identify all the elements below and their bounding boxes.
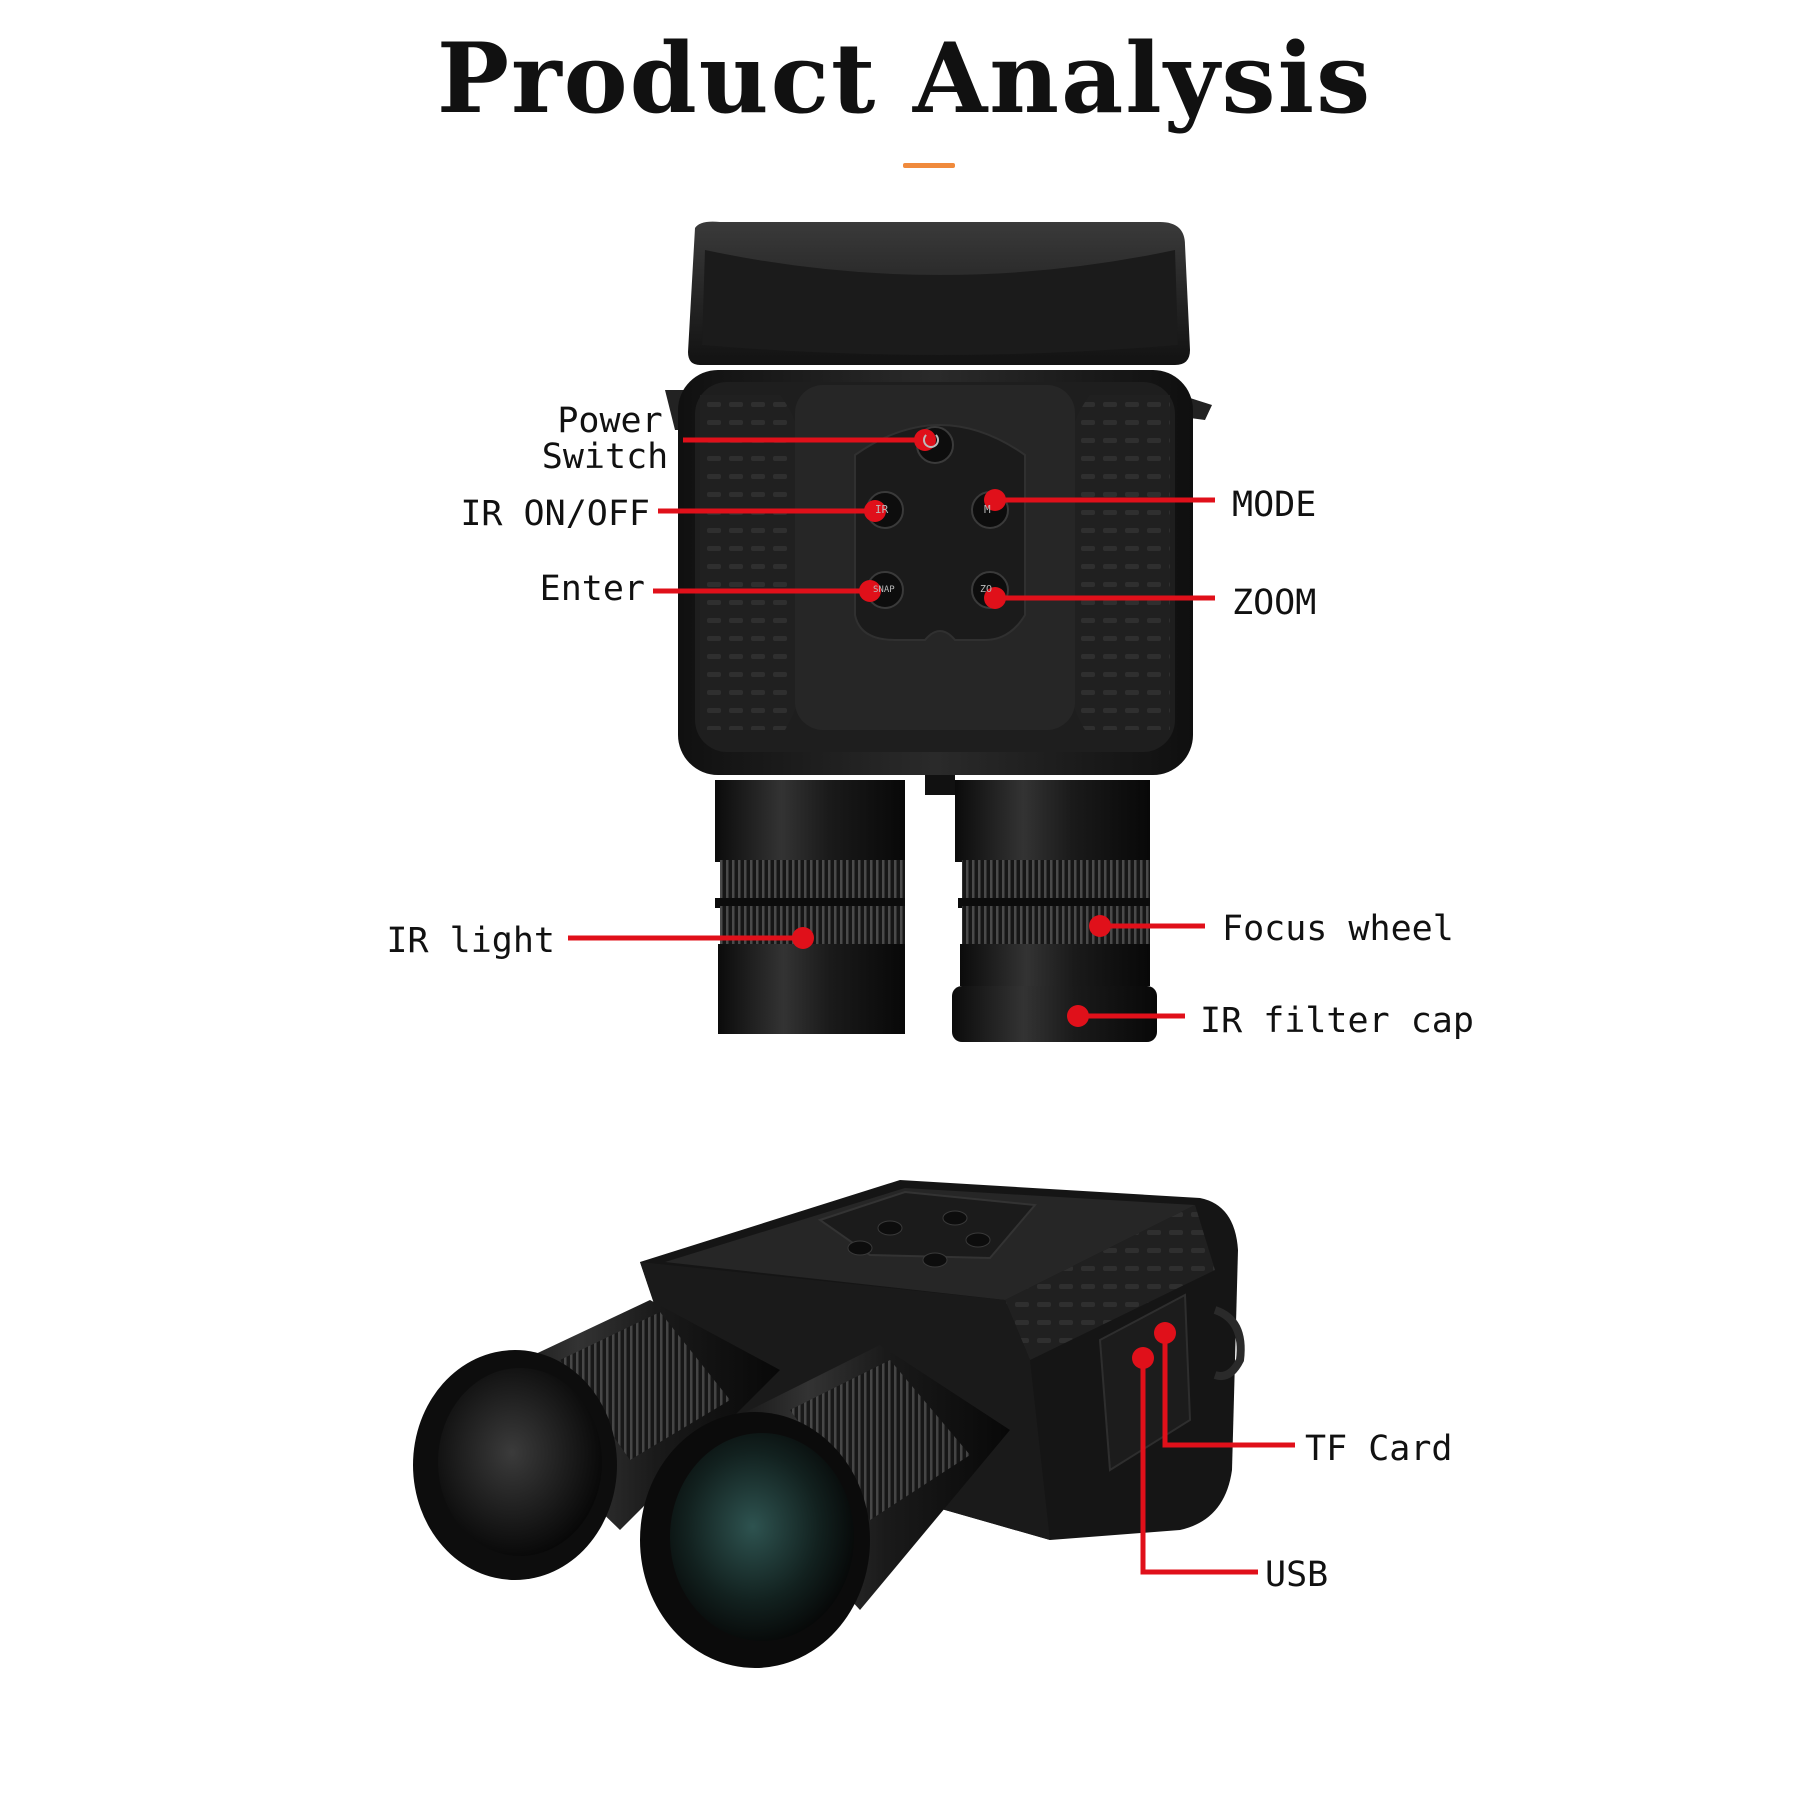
label-power-switch-line1: Power	[557, 401, 663, 441]
label-mode: MODE	[1232, 485, 1317, 525]
label-enter: Enter	[539, 569, 645, 609]
callout-lines	[568, 429, 1295, 1575]
label-usb: USB	[1265, 1555, 1329, 1595]
label-ir-light: IR light	[386, 921, 555, 961]
label-power-switch-line2: Switch	[541, 437, 669, 477]
label-tf-card: TF Card	[1305, 1429, 1453, 1469]
label-focus-wheel: Focus wheel	[1222, 909, 1454, 949]
label-ir-filter-cap: IR filter cap	[1200, 1001, 1474, 1041]
bottom-view-device	[413, 1180, 1245, 1668]
title-underline	[903, 163, 955, 168]
label-ir-on-off: IR ON/OFF	[460, 494, 650, 534]
snap-button-glyph: SNAP	[873, 585, 895, 595]
power-icon	[923, 432, 939, 448]
label-zoom: ZOOM	[1232, 583, 1317, 623]
zoom-button-glyph: ZO	[980, 584, 993, 595]
top-view-device	[665, 221, 1212, 1042]
mode-button-glyph: M	[984, 503, 991, 516]
ir-button-glyph: IR	[875, 503, 889, 516]
page-title: Product Analysis	[436, 22, 1373, 135]
